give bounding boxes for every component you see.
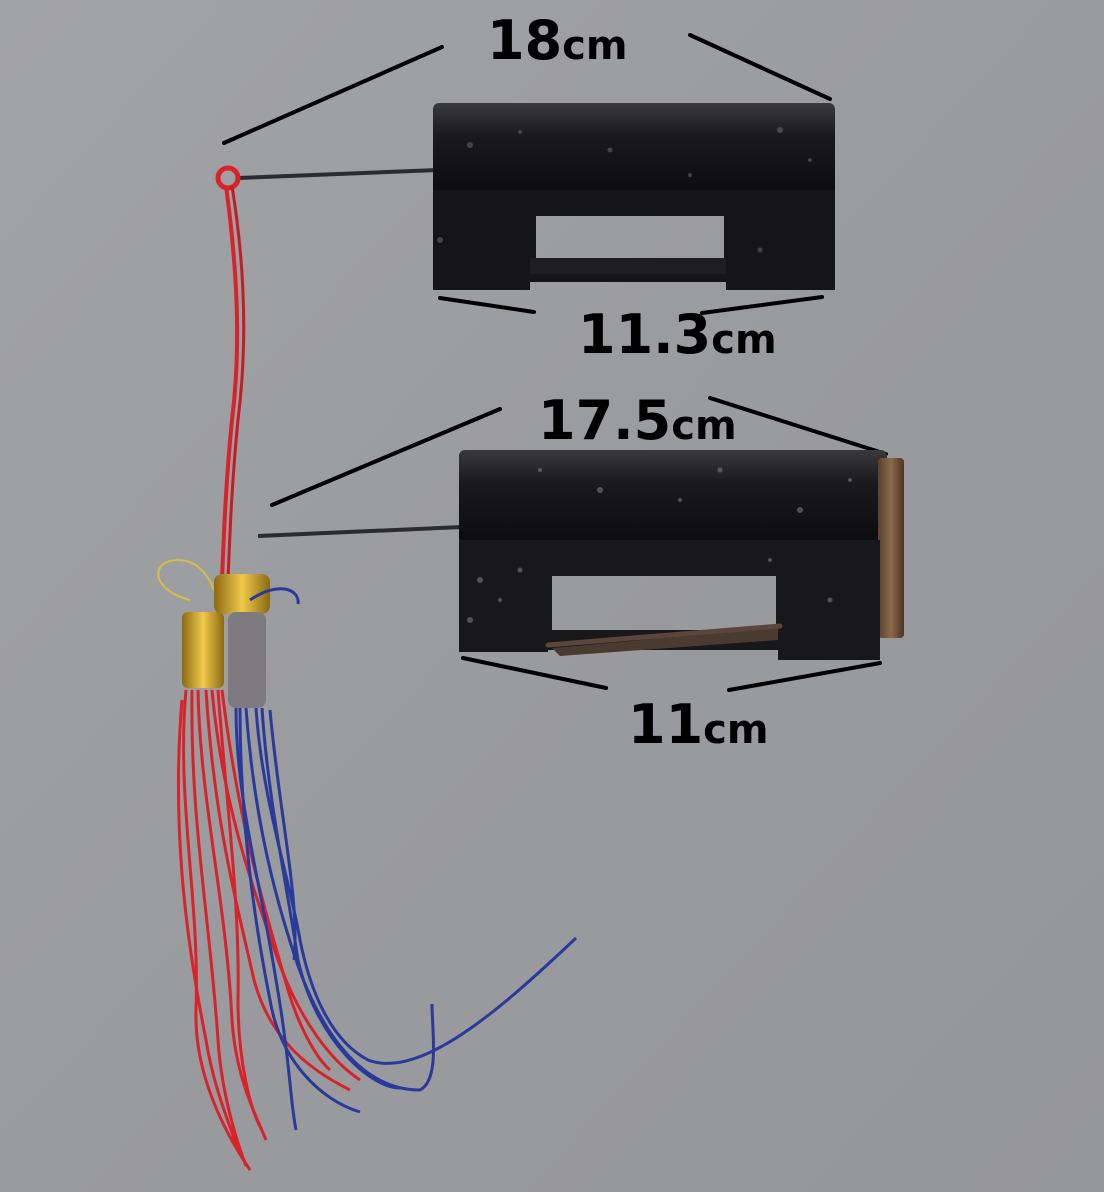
gold-band-top bbox=[214, 574, 270, 614]
gold-band-left bbox=[182, 612, 224, 688]
top-width-label: 11.3cm bbox=[578, 303, 777, 366]
grey-bead bbox=[228, 612, 266, 708]
bottom-length-label: 17.5cm bbox=[538, 389, 737, 452]
top-width-line-left bbox=[438, 296, 536, 314]
red-strands bbox=[176, 689, 361, 1171]
bot-width-line-left bbox=[461, 656, 608, 690]
gold-thread bbox=[157, 558, 215, 601]
bottom-width-label: 11cm bbox=[628, 693, 769, 756]
top-lock-tube bbox=[433, 103, 835, 195]
top-lock-shackle bbox=[237, 168, 439, 180]
bottom-lock-tube bbox=[459, 450, 887, 544]
bottom-padlock bbox=[257, 450, 904, 660]
bot-width-line-right bbox=[727, 661, 882, 692]
top-lock-bar bbox=[530, 258, 726, 274]
tassel-key bbox=[157, 165, 578, 1171]
bottom-lock-shackle bbox=[257, 525, 463, 538]
bot-length-line-left bbox=[270, 407, 502, 507]
top-padlock bbox=[237, 103, 835, 290]
bottom-lock-endcap bbox=[878, 458, 904, 638]
dimension-lines bbox=[222, 33, 888, 692]
top-length-line-left bbox=[222, 45, 444, 145]
blue-strands bbox=[234, 587, 578, 1131]
top-length-label: 18cm bbox=[487, 9, 628, 72]
bot-length-line-right bbox=[708, 396, 888, 456]
bottom-lock-latch bbox=[552, 628, 778, 656]
top-width-line-right bbox=[700, 295, 824, 315]
top-length-line-right bbox=[688, 33, 832, 101]
tassel-cord bbox=[220, 185, 240, 581]
